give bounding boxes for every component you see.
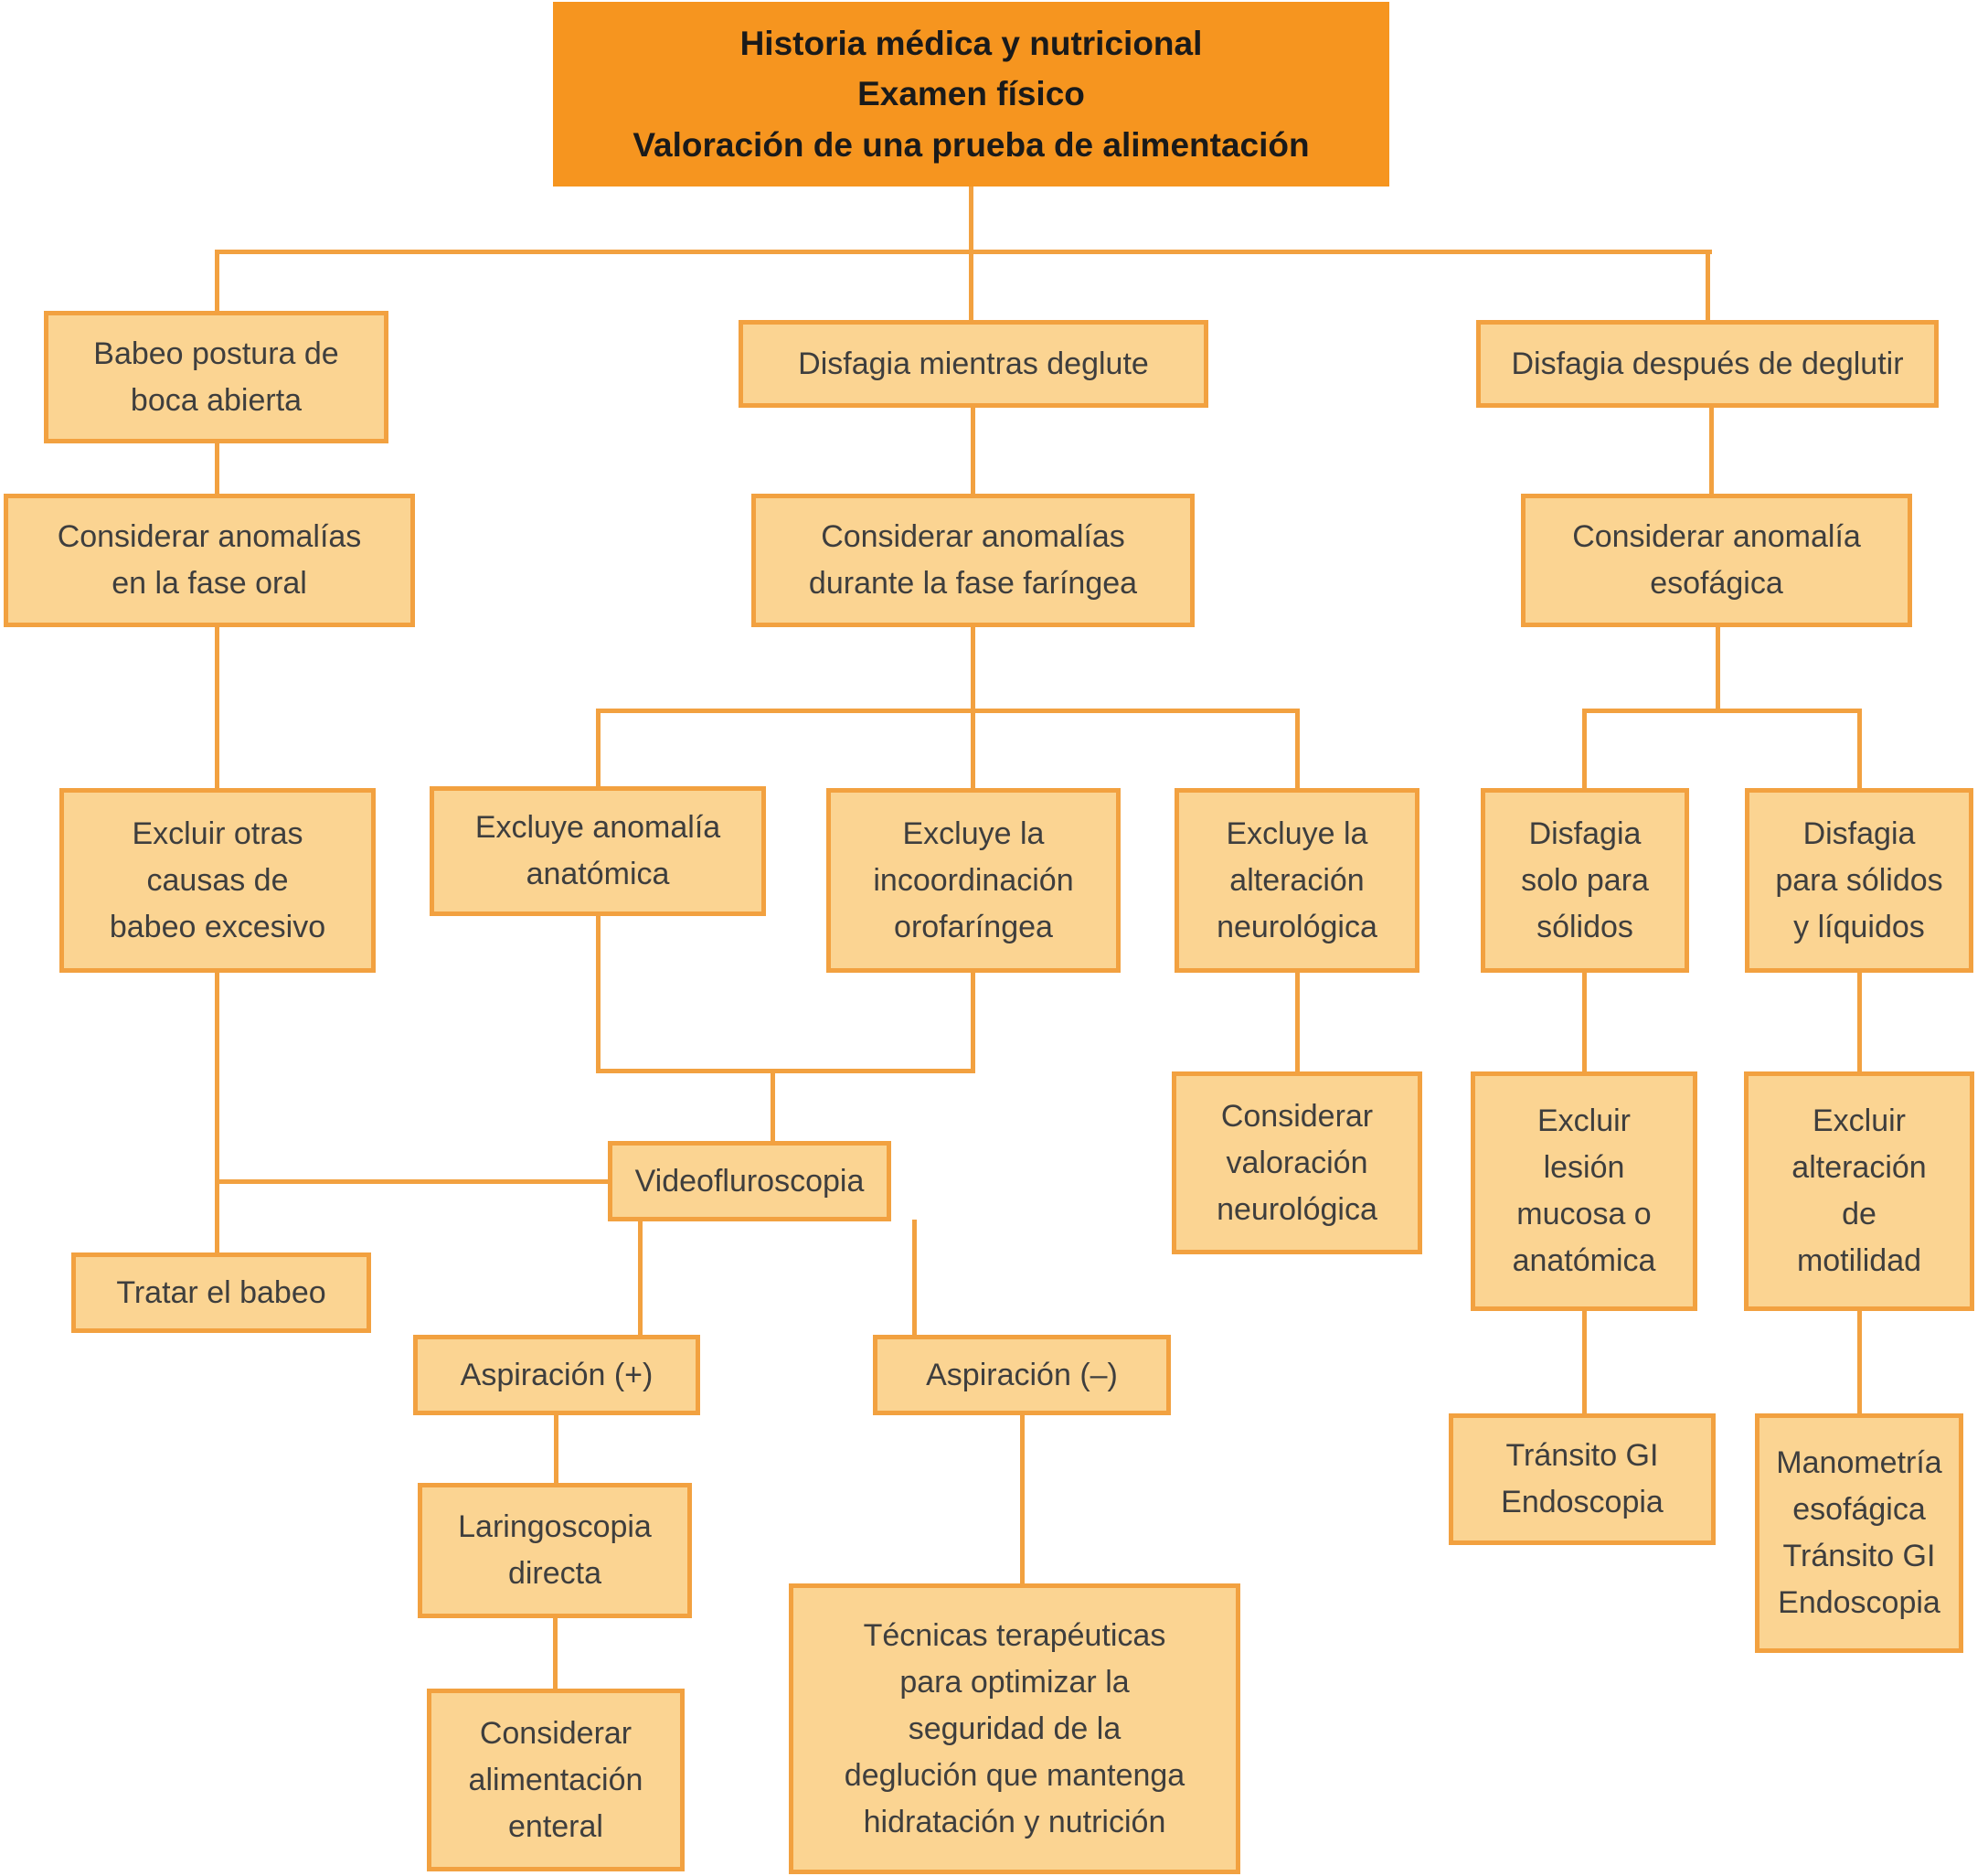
connector [1295,709,1300,791]
node-aspiracion-negativa: Aspiración (–) [873,1335,1171,1415]
connector-rail-top [215,250,1712,254]
node-excluye-alteracion-neurologica: Excluye la alteración neurológica [1175,788,1419,973]
node-disfagia-despues-deglutir: Disfagia después de deglutir [1476,320,1939,408]
node-laringoscopia-directa: Laringoscopia directa [418,1483,692,1618]
connector [596,914,601,1072]
node-considerar-valoracion-neurologica: Considerar valoración neurológica [1172,1071,1422,1254]
node-babeo-postura: Babeo postura de boca abierta [44,311,388,443]
connector-rail-video [596,1069,975,1073]
node-excluir-alteracion-motilidad: Excluir alteración de motilidad [1744,1071,1974,1311]
connector [1582,709,1587,791]
connector [771,1069,775,1144]
connector [215,250,219,314]
node-disfagia-mientras-deglute: Disfagia mientras deglute [739,320,1208,408]
node-considerar-anomalia-esofagica: Considerar anomalía esofágica [1521,494,1912,627]
connector [1857,709,1862,791]
connector [912,1220,917,1337]
connector-babeo-video [215,1179,610,1184]
node-transito-gi-endoscopia: Tránsito GI Endoscopia [1449,1413,1716,1545]
node-videofluroscopia: Videofluroscopia [608,1141,891,1221]
node-excluir-lesion-mucosa: Excluir lesión mucosa o anatómica [1471,1071,1697,1311]
node-tratar-el-babeo: Tratar el babeo [71,1252,371,1333]
node-considerar-alimentacion-enteral: Considerar alimentación enteral [427,1689,685,1871]
connector [1709,406,1714,496]
connector-rail-middle [596,709,1300,713]
connector [969,250,973,323]
connector [1857,971,1862,1073]
connector [1020,1413,1025,1585]
connector [638,1220,643,1337]
connector [971,709,975,791]
node-disfagia-solo-solidos: Disfagia solo para sólidos [1481,788,1689,973]
connector [215,625,219,790]
node-excluye-incoordinacion-orofaringea: Excluye la incoordinación orofaríngea [826,788,1121,973]
node-disfagia-solidos-liquidos: Disfagia para sólidos y líquidos [1745,788,1973,973]
connector-rail-right [1582,709,1862,713]
connector [596,709,601,789]
connector [1582,971,1587,1073]
connector [971,406,975,496]
connector [1582,1309,1587,1415]
connector [554,1413,558,1485]
node-considerar-anomalias-fase-faringea: Considerar anomalías durante la fase far… [751,494,1195,627]
node-aspiracion-positiva: Aspiración (+) [413,1335,700,1415]
node-manometria-esofagica: Manometría esofágica Tránsito GI Endosco… [1755,1413,1963,1653]
connector [1857,1309,1862,1415]
connector [1706,250,1710,323]
node-excluye-anomalia-anatomica: Excluye anomalía anatómica [430,786,766,916]
connector [1295,971,1300,1073]
node-considerar-anomalias-fase-oral: Considerar anomalías en la fase oral [4,494,415,627]
connector-header-down [969,187,973,253]
connector [971,971,975,1072]
node-excluir-otras-causas-babeo: Excluir otras causas de babeo excesivo [59,788,376,973]
connector [215,971,219,1254]
node-tecnicas-terapeuticas: Técnicas terapéuticas para optimizar la … [789,1583,1240,1874]
connector [971,625,975,710]
connector [215,442,219,496]
node-header: Historia médica y nutricional Examen fís… [553,2,1389,187]
connector [1716,625,1720,710]
connector [553,1616,558,1690]
